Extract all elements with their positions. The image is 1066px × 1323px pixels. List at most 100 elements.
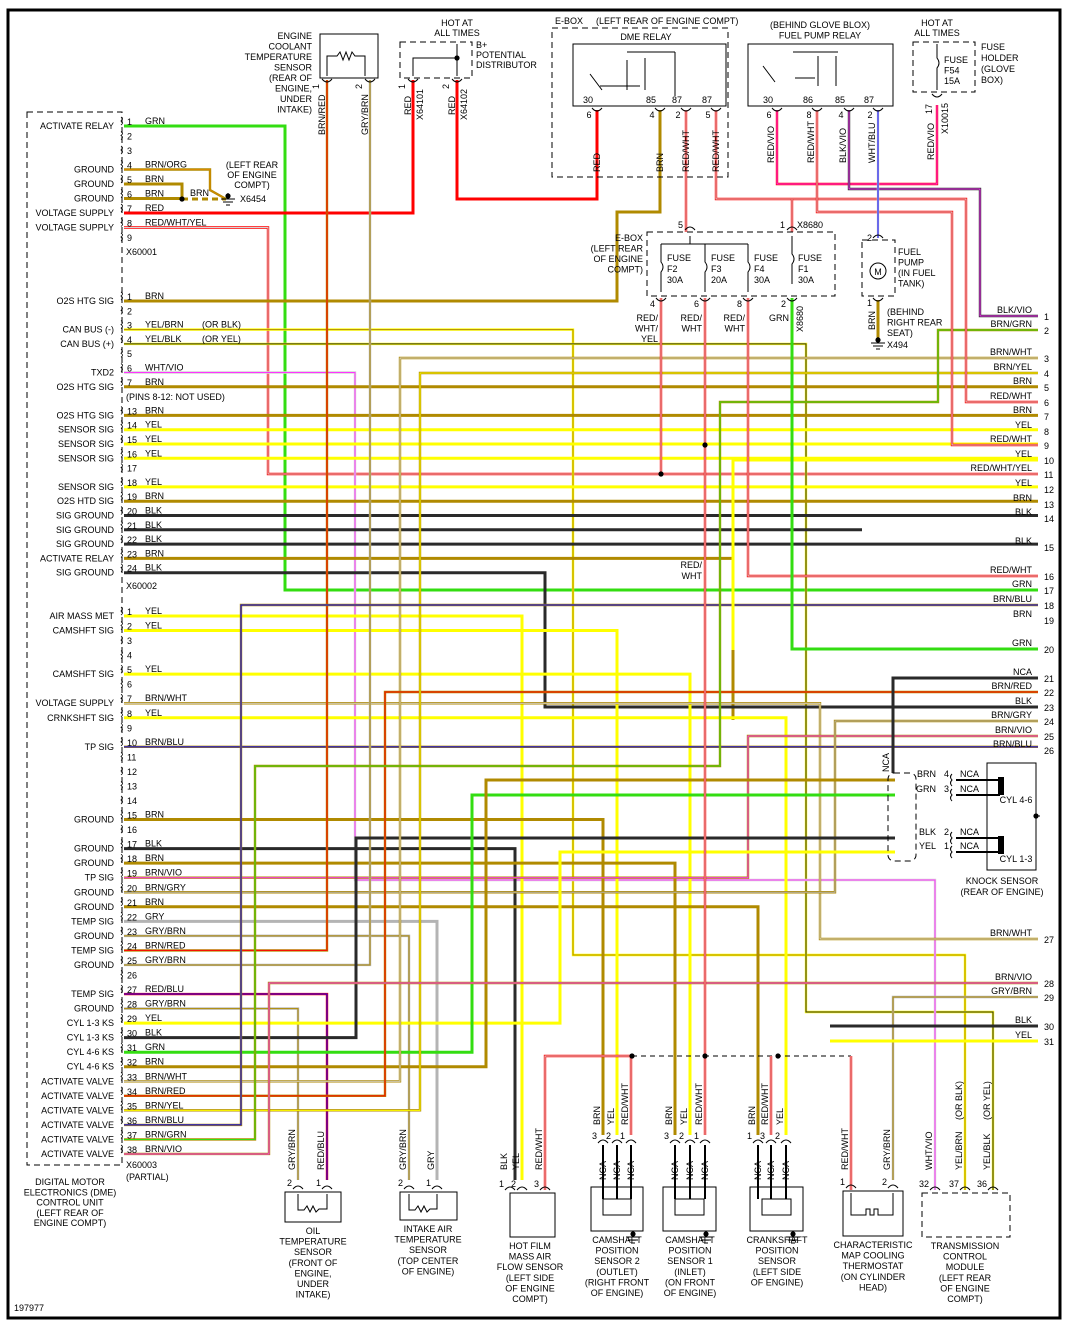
sensor-label: OF ENGINE) <box>664 1288 717 1298</box>
relay-contact-icon <box>589 51 676 96</box>
sensor-body <box>509 1192 556 1238</box>
wire-color-label: BRN/WHT <box>145 1071 187 1081</box>
wire-color-label: GRN <box>1012 579 1032 589</box>
wire-color-label: YEL <box>1015 420 1032 430</box>
pin-bracket-icon <box>120 1086 123 1096</box>
fuel-pump-relay-label: FUEL PUMP RELAY <box>779 31 861 41</box>
pin-number: 21 <box>127 521 137 531</box>
pin-number: 37 <box>949 1179 959 1189</box>
wire-color-label: RED/WHT <box>694 1083 704 1125</box>
pin-number: 5 <box>127 175 132 185</box>
pin-function-label: TP SIG <box>85 742 114 752</box>
pin-number: 1 <box>316 1178 321 1188</box>
wire-color-label: RED <box>145 203 165 213</box>
wire-color-label: YEL <box>511 1153 521 1170</box>
wire-color-label: WHT <box>725 324 746 334</box>
wire-color-label: GRY/BRN <box>991 986 1032 996</box>
piezo-element-icon <box>998 836 1004 854</box>
sensor-body <box>399 1191 458 1221</box>
connector-terminal-icon <box>959 1186 971 1191</box>
splice-dot <box>454 55 460 61</box>
pin-number: 14 <box>127 421 137 431</box>
wire-pin-7 <box>124 702 1038 941</box>
pin-number: 3 <box>534 1179 539 1189</box>
ect-label: ENGINE, <box>275 84 312 94</box>
pin-number: 22 <box>127 912 137 922</box>
pin-function-label: CYL 4-6 KS <box>67 1062 114 1072</box>
pin-bracket-icon <box>120 664 123 674</box>
pin-number: 10 <box>127 738 137 748</box>
pin-number: 2 <box>287 1178 292 1188</box>
pin-function-label: GROUND <box>74 179 114 189</box>
pin-number: 19 <box>1044 616 1054 626</box>
relay-terminal: 87 <box>702 95 712 105</box>
connector-terminal-icon <box>321 78 333 83</box>
wire-color-label: BRN <box>145 810 164 820</box>
pin-number: 20 <box>127 883 137 893</box>
pin-bracket-icon <box>120 635 123 645</box>
pin-number: 7 <box>1044 412 1049 422</box>
wire-pin-15 <box>124 818 605 1135</box>
wire-pin-25-stripe <box>124 80 371 966</box>
wire-color-label: BRN/BLU <box>145 737 184 747</box>
pin-number: 2 <box>606 1131 611 1141</box>
sensor-body <box>842 1190 904 1237</box>
pin-number: 2 <box>867 110 872 120</box>
wires-layer <box>124 80 1038 1190</box>
pin-number: 12 <box>127 767 137 777</box>
wire-color-label: BLK <box>145 534 162 544</box>
pin-function-label: SENSOR SIG <box>58 482 114 492</box>
ect-label: SENSOR <box>274 63 313 73</box>
sensor-label: THERMOSTAT <box>843 1261 904 1271</box>
relay-terminal: 87 <box>672 95 682 105</box>
pin-bracket-icon <box>120 708 123 718</box>
fuse-name: F1 <box>798 264 809 274</box>
connector-terminal-icon <box>684 226 696 231</box>
pin-number: 1 <box>944 841 949 851</box>
pin-bracket-icon <box>120 795 123 805</box>
connector-terminal-icon <box>710 107 722 112</box>
pin-number: 3 <box>127 636 132 646</box>
pin-bracket-icon <box>120 563 123 573</box>
pin-number: 22 <box>1044 688 1054 698</box>
wire-color-label: GRN <box>145 116 165 126</box>
pin-function-label: GROUND <box>74 902 114 912</box>
connector-terminal-icon <box>950 788 953 802</box>
pin-function-label: AIR MASS MET <box>49 611 114 621</box>
relay-terminal: 87 <box>864 95 874 105</box>
wire-color-label: BRN/WHT <box>990 928 1032 938</box>
pin-function-label: VOLTAGE SUPPLY <box>35 223 114 233</box>
pin-number: 27 <box>127 985 137 995</box>
pin-number: 18 <box>127 478 137 488</box>
sensor-label: HOT FILM <box>509 1241 551 1251</box>
connector-terminal-icon <box>684 1139 696 1144</box>
wire-pin-28-stripe <box>124 1008 299 1180</box>
pin-function-label: ACTIVATE VALVE <box>41 1105 114 1115</box>
wire-color-label: BLK <box>1015 507 1032 517</box>
pin-number: 26 <box>1044 746 1054 756</box>
pin-bracket-icon <box>120 955 123 965</box>
pin-bracket-icon <box>120 334 123 344</box>
wire-color-label: WHT <box>682 324 703 334</box>
wire-pin-32 <box>124 778 895 1069</box>
pin-number: 2 <box>1044 326 1049 336</box>
wire-color-label: BRN/BLU <box>993 594 1032 604</box>
fuse-icon <box>704 244 708 292</box>
relay-contact-icon <box>762 51 838 86</box>
pin-function-label: SENSOR SIG <box>58 425 114 435</box>
wire-color-label: RED/WHT <box>711 130 721 172</box>
wire-color-label: YEL <box>1015 449 1032 459</box>
wire-color-label: BLK <box>145 506 162 516</box>
wire-o2s-htg <box>124 110 662 303</box>
wire-activate-relay <box>124 124 1038 592</box>
pin-number: 29 <box>127 1014 137 1024</box>
pin-number: 28 <box>127 1000 137 1010</box>
wire-color-label: BRN <box>917 769 936 779</box>
ground-id: X494 <box>887 340 908 350</box>
connector-terminal-icon <box>931 93 943 98</box>
pin-number: 5 <box>705 110 710 120</box>
dme-control-unit <box>26 111 123 1166</box>
wire-color-label: BRN <box>145 189 164 199</box>
pin-number: 38 <box>127 1145 137 1155</box>
pin-function-label: VOLTAGE SUPPLY <box>35 208 114 218</box>
